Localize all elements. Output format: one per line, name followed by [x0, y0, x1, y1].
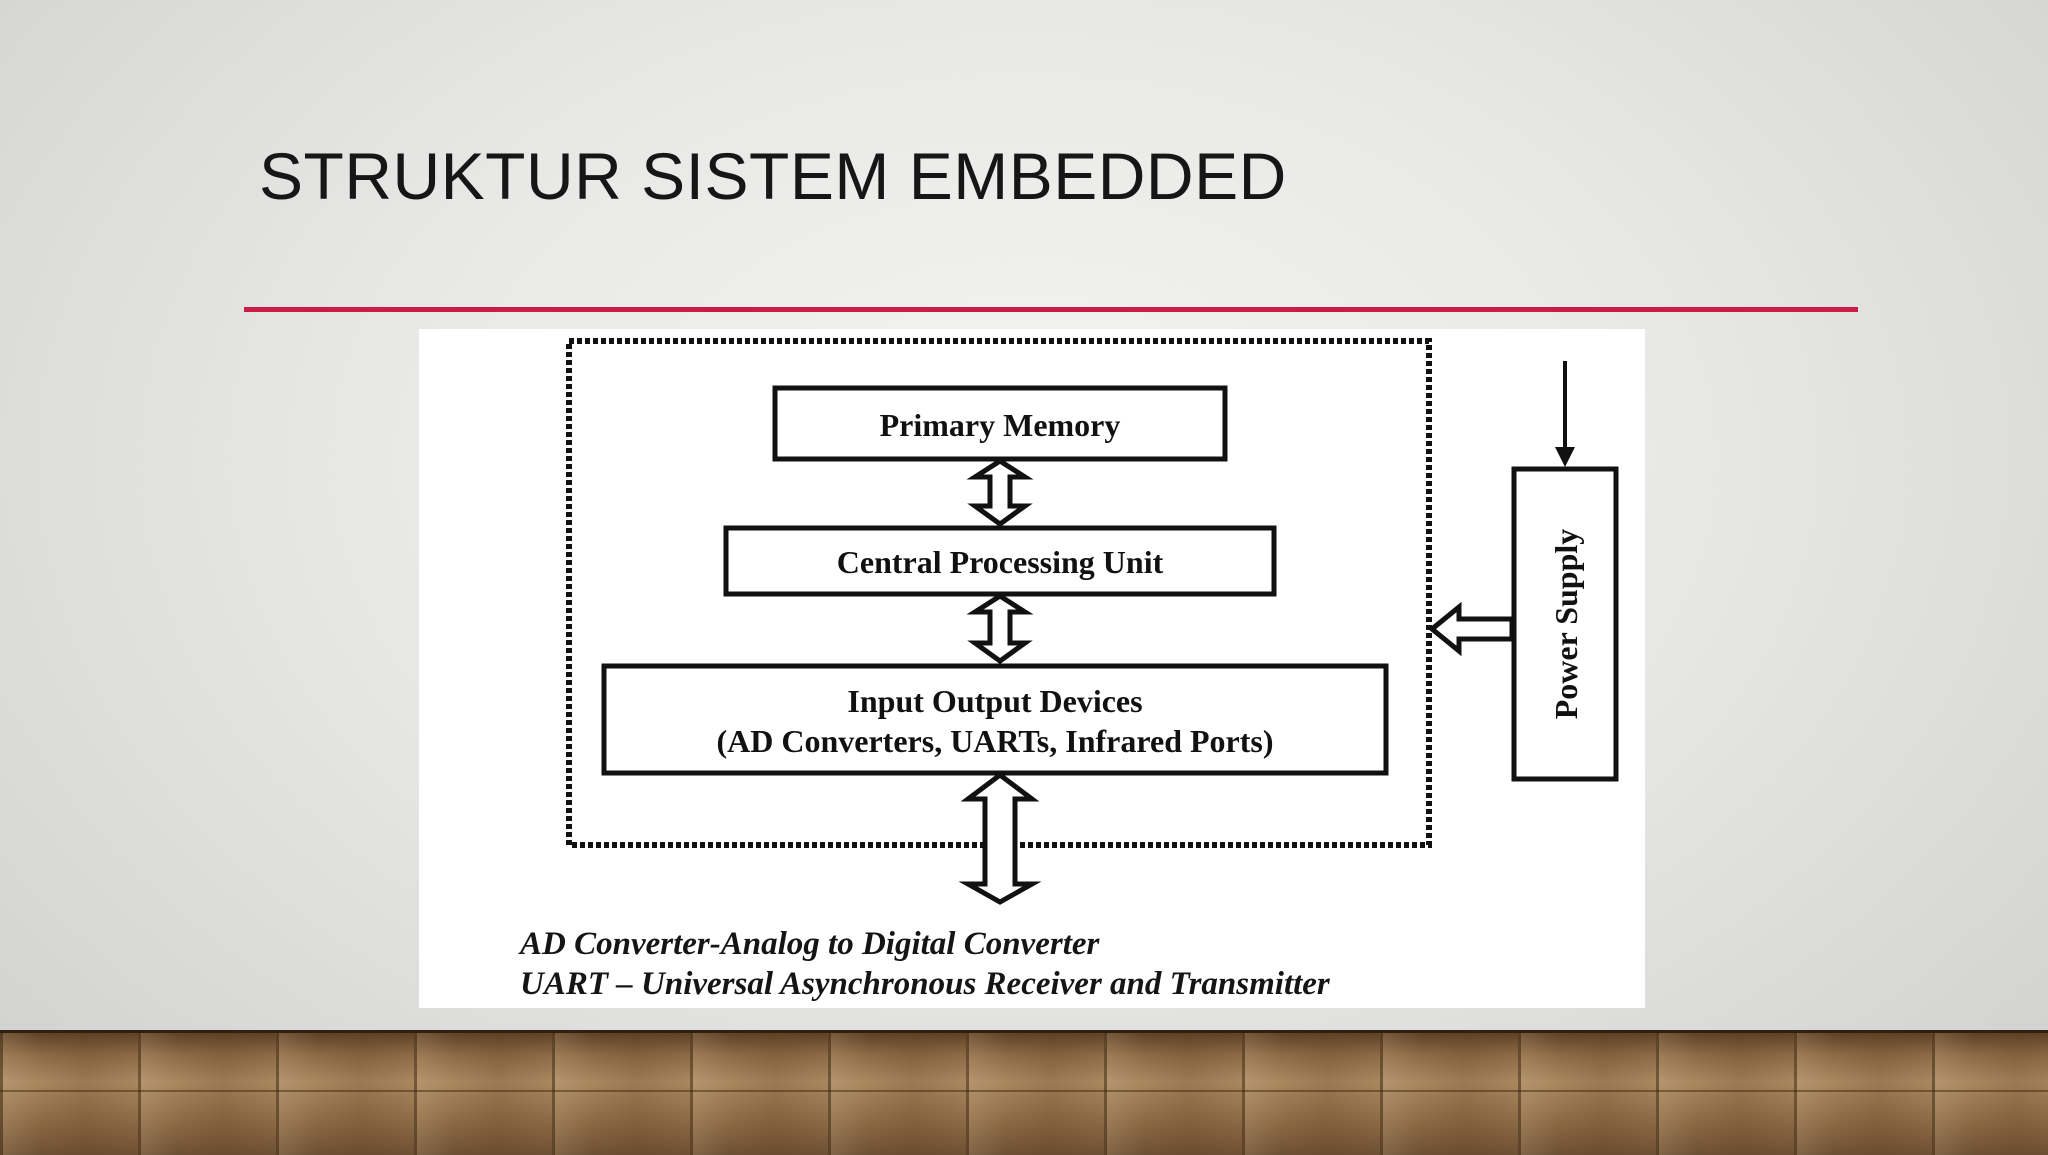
title-divider	[244, 307, 1858, 312]
cpu-box	[723, 525, 1277, 597]
floor-seam	[0, 1090, 2048, 1092]
wood-floor-background	[0, 1030, 2048, 1155]
diagram-panel: Primary Memory Central Processing Unit I…	[419, 329, 1645, 1008]
power-supply-label: Power Supply	[1548, 529, 1584, 720]
slide-title: STRUKTUR SISTEM EMBEDDED	[259, 139, 1287, 213]
power-to-system-arrow	[1428, 601, 1515, 657]
io-devices-box	[601, 663, 1389, 776]
primary-memory-label: Primary Memory	[880, 407, 1121, 443]
power-input-arrowhead	[1555, 447, 1575, 467]
cpu-io-double-arrow	[966, 593, 1034, 665]
note-uart: UART – Universal Asynchronous Receiver a…	[520, 966, 1330, 1002]
note-ad-converter: AD Converter-Analog to Digital Converter	[520, 926, 1100, 962]
memory-cpu-double-arrow	[966, 458, 1034, 528]
power-supply-box	[1511, 466, 1619, 782]
embedded-system-diagram: Primary Memory Central Processing Unit I…	[566, 338, 1619, 905]
io-external-double-arrow	[958, 771, 1042, 905]
io-devices-sublabel: (AD Converters, UARTs, Infrared Ports)	[716, 723, 1273, 759]
cpu-label: Central Processing Unit	[837, 544, 1164, 580]
diagram-notes: AD Converter-Analog to Digital Converter…	[520, 924, 1330, 1004]
io-devices-label: Input Output Devices	[847, 683, 1142, 719]
